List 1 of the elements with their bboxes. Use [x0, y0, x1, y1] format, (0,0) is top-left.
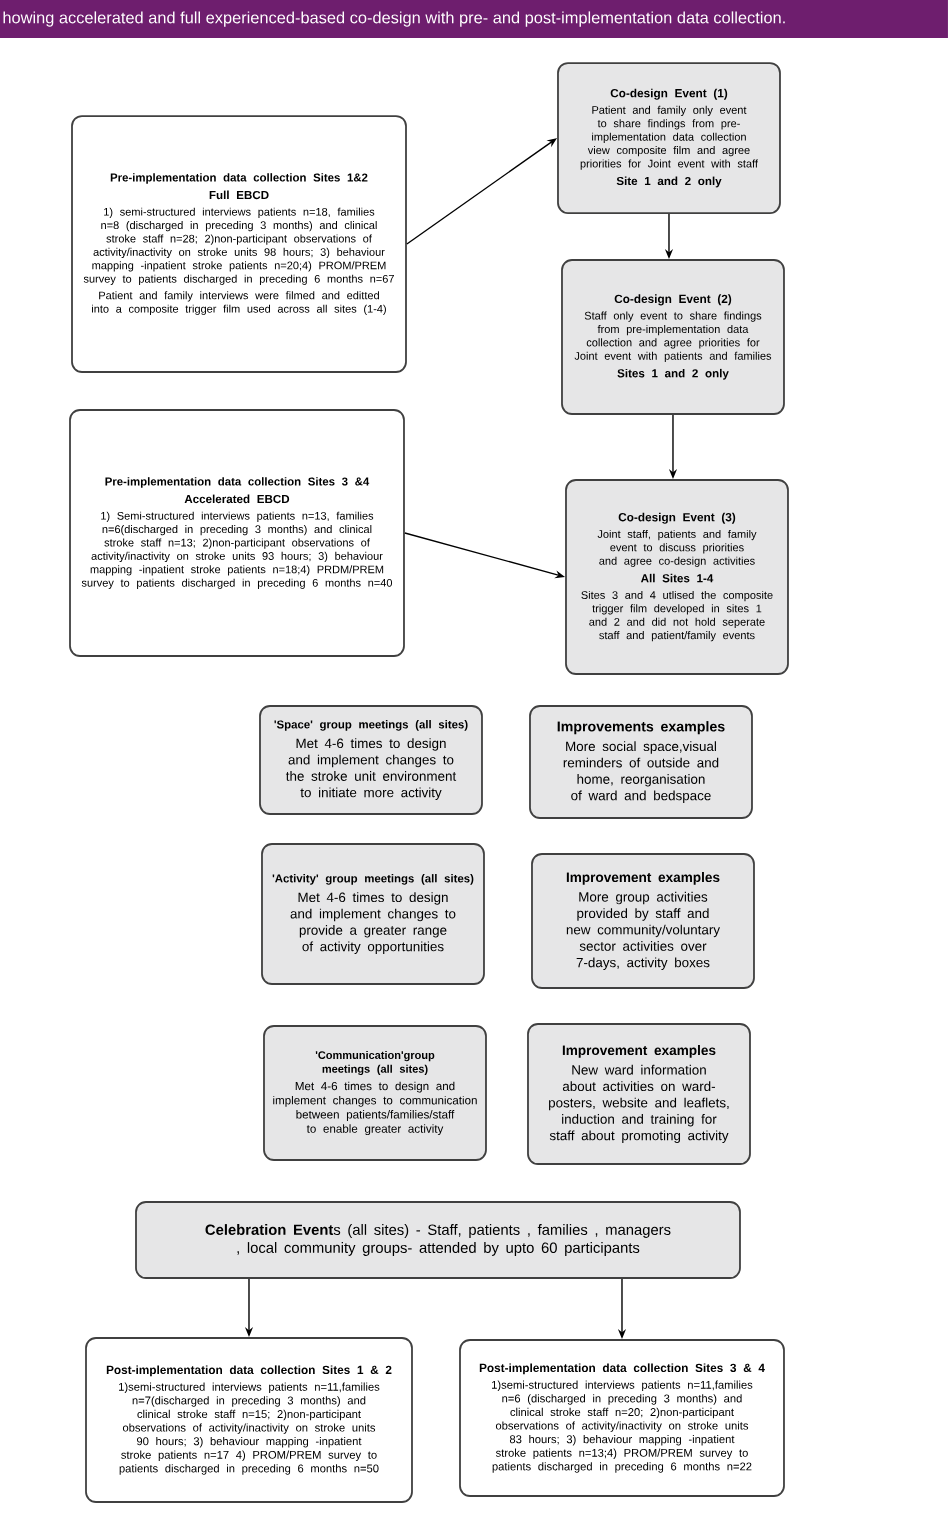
- title: howing accelerated and full experienced-based co-design with pre- and post-implementation data collection.: [3, 11, 785, 27]
